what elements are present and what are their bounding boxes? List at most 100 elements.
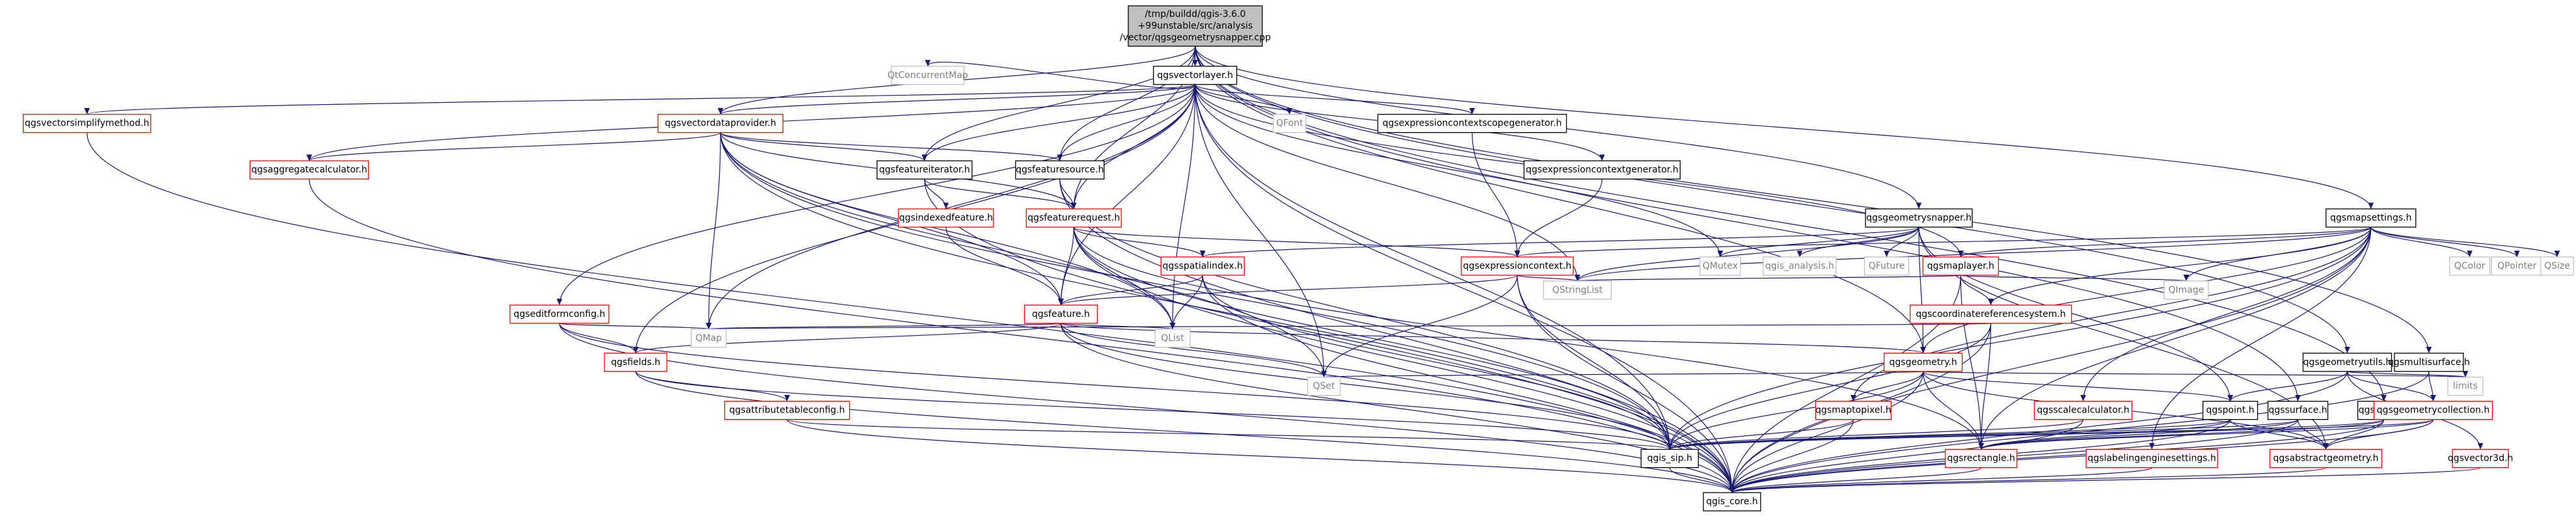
node-qgsattributetableconfig[interactable]: qgsattributetableconfig.h <box>724 401 850 420</box>
node-label: qgsvector3d.h <box>2448 454 2514 464</box>
edge-qgsvectordataprovider-to-qgsfeaturesource <box>720 132 1063 161</box>
node-qgsgeometrycollection[interactable]: qgsgeometrycollection.h <box>2373 401 2493 420</box>
edge-qgsvectorsimplifymethod-to-qgis_core <box>87 132 1735 493</box>
node-qgsfeaturerequest[interactable]: qgsfeaturerequest.h <box>1025 208 1122 228</box>
node-box <box>1153 66 1238 85</box>
node-label: QMap <box>696 333 722 344</box>
edge-qgsfields-to-qgis_core <box>635 371 1735 493</box>
node-box <box>891 66 965 85</box>
node-qgsvectorlayer[interactable]: qgsvectorlayer.h <box>1153 66 1238 85</box>
edge-qgsvectorlayer-to-qgsfeature <box>1058 84 1196 305</box>
node-qgis-analysis[interactable]: qgis_analysis.h <box>1763 256 1837 276</box>
edge-qgsmapsettings-to-qgscoordinatereferencesystem <box>1988 226 2372 305</box>
node-qimage[interactable]: QImage <box>2163 280 2209 300</box>
edge-qgsattributetableconfig-to-qgis_sip <box>787 419 1672 450</box>
node-label: qgsindexedfeature.h <box>899 213 993 223</box>
edge-qgsspatialindex-to-qgsfeature <box>1058 275 1203 306</box>
node-box <box>2325 208 2417 228</box>
edge-qgspoint-to-qgsabstractgeometry <box>2230 419 2329 450</box>
node-qgsvector3d[interactable]: qgsvector3d.h <box>2448 448 2514 468</box>
node-qgsvectordataprovider[interactable]: qgsvectordataprovider.h <box>657 114 783 133</box>
edge-qgsvectordataprovider-to-qgsfeature <box>720 132 1064 305</box>
edge-qgsmapsettings-to-qgis_sip <box>1666 227 2372 450</box>
edge-qgsgeometry-to-qgis_sip <box>1666 371 1924 450</box>
node-qstringlist[interactable]: QStringList <box>1543 280 1612 300</box>
edge-root-to-qgsmultisurface <box>1195 46 2432 353</box>
node-qgslabelingenginesettings[interactable]: qgslabelingenginesettings.h <box>2085 448 2218 468</box>
node-qgis-sip[interactable]: qgis_sip.h <box>1640 448 1699 468</box>
node-qgsmapsettings[interactable]: qgsmapsettings.h <box>2325 208 2417 228</box>
edge-qgsmapsettings-to-qpointer <box>2370 226 2520 258</box>
edge-qgsgeometrysnapper-to-qfuture <box>1884 226 1919 258</box>
edge-qgsfields-to-qgis_sip <box>635 371 1673 450</box>
edge-qgsvectorlayer-to-qgsfeatureiterator <box>921 84 1196 161</box>
node-label: qgsfeature.h <box>1032 309 1090 319</box>
node-qgsfeatureiterator[interactable]: qgsfeatureiterator.h <box>876 160 973 180</box>
node-box <box>724 401 850 420</box>
edge-qgssurface-to-qgsrectangle <box>1978 419 2299 450</box>
node-qtconcurrentmap[interactable]: QtConcurrentMap <box>888 66 968 85</box>
node-qgsfields[interactable]: qgsfields.h <box>604 353 668 372</box>
node-qgsexpressioncontext[interactable]: qgsexpressioncontext.h <box>1461 256 1574 276</box>
node-label: qgsvectordataprovider.h <box>665 118 776 129</box>
edge-qgsexpressioncontext-to-qgis_sip <box>1517 275 1673 450</box>
edge-qgslabelingenginesettings-to-qgis_core <box>1729 467 2152 493</box>
node-qmutex[interactable]: QMutex <box>1700 256 1741 276</box>
node-limits[interactable]: limits <box>2447 377 2484 396</box>
node-qgsexpressioncontextgenerator[interactable]: qgsexpressioncontextgenerator.h <box>1523 160 1681 180</box>
node-qgsscalecalculator[interactable]: qgsscalecalculator.h <box>2033 401 2133 420</box>
edge-qgsmapsettings-to-qgis_core <box>1729 227 2372 493</box>
node-qgsmaplayer[interactable]: qgsmaplayer.h <box>1922 256 2000 276</box>
node-qgseditformconfig[interactable]: qgseditformconfig.h <box>509 305 610 324</box>
node-qgsaggregatecalculator[interactable]: qgsaggregatecalculator.h <box>249 160 369 180</box>
node-qgsabstractgeometry[interactable]: qgsabstractgeometry.h <box>2269 448 2383 468</box>
node-qgsfeature[interactable]: qgsfeature.h <box>1024 305 1098 324</box>
node-box <box>1703 492 1761 511</box>
edge-qgsvectorlayer-to-qmap <box>705 84 1196 329</box>
node-box <box>1543 280 1612 300</box>
node-qmap[interactable]: QMap <box>690 329 727 348</box>
node-qgsfeaturesource[interactable]: qgsfeaturesource.h <box>1015 160 1105 180</box>
node-box <box>509 305 610 324</box>
node-qgsindexedfeature[interactable]: qgsindexedfeature.h <box>898 208 994 228</box>
node-label: QFuture <box>1869 261 1905 271</box>
node-qgsgeometry[interactable]: qgsgeometry.h <box>1883 353 1963 372</box>
node-label: limits <box>2453 381 2478 392</box>
node-label: qgsattributetableconfig.h <box>729 405 845 416</box>
node-qgssurface[interactable]: qgssurface.h <box>2267 401 2329 420</box>
node-qgsgeometrysnapper[interactable]: qgsgeometrysnapper.h <box>1865 208 1973 228</box>
node-qgsrectangle[interactable]: qgsrectangle.h <box>1945 448 2018 468</box>
edge-qgscoordinatereferencesystem-to-qmap <box>708 322 1992 330</box>
node-qcolor[interactable]: QColor <box>2448 256 2491 276</box>
edge-qgsvectorlayer-to-qgsfeaturesource <box>1057 84 1196 161</box>
node-box <box>2302 353 2393 372</box>
node-label: qgssurface.h <box>2269 405 2327 416</box>
node-qset[interactable]: QSet <box>1307 377 1341 396</box>
node-qfuture[interactable]: QFuture <box>1864 256 1910 276</box>
node-qpointer[interactable]: QPointer <box>2491 256 2543 276</box>
node-box <box>2540 256 2574 276</box>
node-qgis-core[interactable]: qgis_core.h <box>1703 492 1761 511</box>
edge-qgsattributetableconfig-to-qgis_core <box>787 419 1735 493</box>
node-label: QPointer <box>2497 261 2536 271</box>
edge-qgsvectorlayer-to-qstringlist <box>1195 84 1580 281</box>
node-label: qgseditformconfig.h <box>513 309 605 319</box>
node-qgsexpressioncontextscopegenerator[interactable]: qgsexpressioncontextscopegenerator.h <box>1377 114 1567 133</box>
node-qfont[interactable]: QFont <box>1273 114 1307 133</box>
node-qgscoordinatereferencesystem[interactable]: qgscoordinatereferencesystem.h <box>1909 305 2072 324</box>
node-qgsgeometryutils[interactable]: qgsgeometryutils.h <box>2302 353 2393 372</box>
node-qgsmaptopixel[interactable]: qgsmaptopixel.h <box>1815 401 1892 420</box>
node-qgsspatialindex[interactable]: qgsspatialindex.h <box>1160 256 1245 276</box>
edge-qgsvectordataprovider-to-qgsfeatureiterator <box>720 132 928 161</box>
edge-root-to-qgssurface <box>1195 46 2301 401</box>
edge-qgsspatialindex-to-qgis_core <box>1202 275 1735 493</box>
node-qgsvectorsimplifymethod[interactable]: qgsvectorsimplifymethod.h <box>23 114 152 133</box>
node-label: QSize <box>2544 261 2570 271</box>
node-root-file[interactable]: /tmp/buildd/qgis-3.6.0 +99unstable/src/a… <box>1120 5 1271 47</box>
node-qgsmultisurface[interactable]: qgsmultisurface.h <box>2388 353 2470 372</box>
node-qsize[interactable]: QSize <box>2540 256 2574 276</box>
node-qgspoint[interactable]: qgspoint.h <box>2202 401 2258 420</box>
node-box <box>876 160 973 180</box>
node-qlist[interactable]: QList <box>1154 329 1191 348</box>
edge-qgsgeometry-to-qgsrectangle <box>1923 371 1985 450</box>
